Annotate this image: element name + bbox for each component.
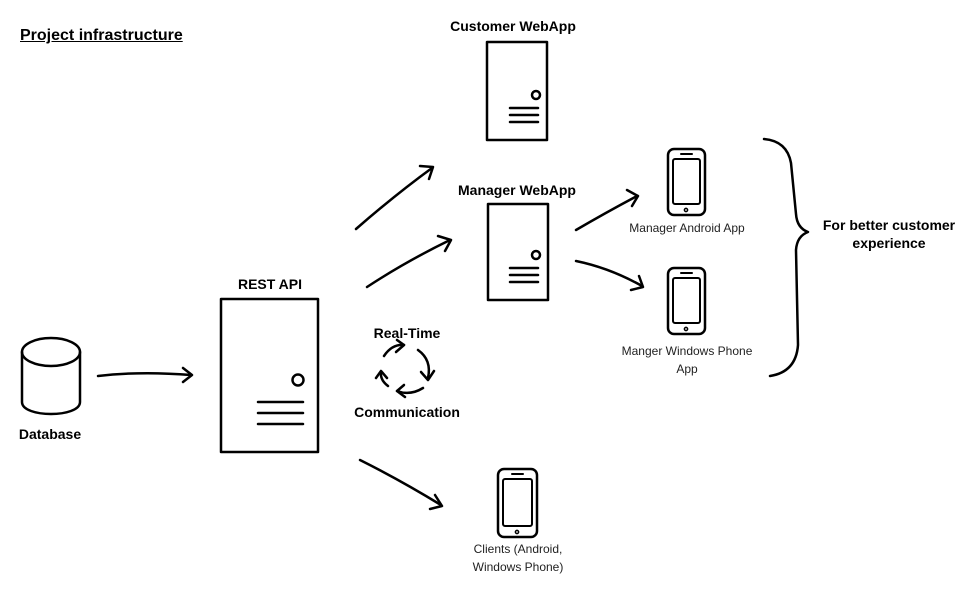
database-cylinder-icon — [20, 336, 82, 416]
database-label: Database — [18, 426, 82, 442]
brace-note-line2: experience — [852, 235, 926, 251]
rest-api-label: REST API — [237, 276, 303, 292]
curly-brace-icon — [762, 137, 810, 378]
diagram-title: Project infrastructure — [20, 27, 183, 44]
realtime-label-top: Real-Time — [373, 325, 441, 341]
edge-rest-api-to-clients — [358, 458, 444, 511]
clients-label-line1: Clients (Android, — [473, 542, 563, 556]
manager-android-phone-icon — [666, 147, 707, 217]
rest-api-server-icon — [219, 297, 320, 454]
customer-webapp-server-icon — [485, 40, 549, 142]
clients-label-line2: Windows Phone) — [472, 560, 564, 574]
manager-windows-phone-icon — [666, 266, 707, 336]
manager-windows-label-line2: App — [676, 362, 698, 376]
cycle-arrows-icon — [374, 338, 436, 399]
brace-note-line1: For better customer — [822, 217, 956, 233]
clients-phone-icon — [496, 467, 539, 539]
manager-webapp-server-icon — [486, 202, 550, 302]
customer-webapp-label: Customer WebApp — [450, 18, 576, 34]
edge-manager-webapp-to-android — [574, 188, 640, 232]
manager-android-label: Manager Android App — [629, 221, 745, 235]
edge-rest-api-to-customer-webapp — [354, 164, 435, 231]
manager-windows-label-line1: Manger Windows Phone — [621, 344, 753, 358]
edge-database-to-rest-api — [96, 366, 194, 384]
edge-manager-webapp-to-windows — [574, 259, 645, 292]
manager-webapp-label: Manager WebApp — [458, 182, 576, 198]
edge-rest-api-to-manager-webapp — [365, 234, 453, 289]
realtime-label-bottom: Communication — [354, 404, 460, 420]
